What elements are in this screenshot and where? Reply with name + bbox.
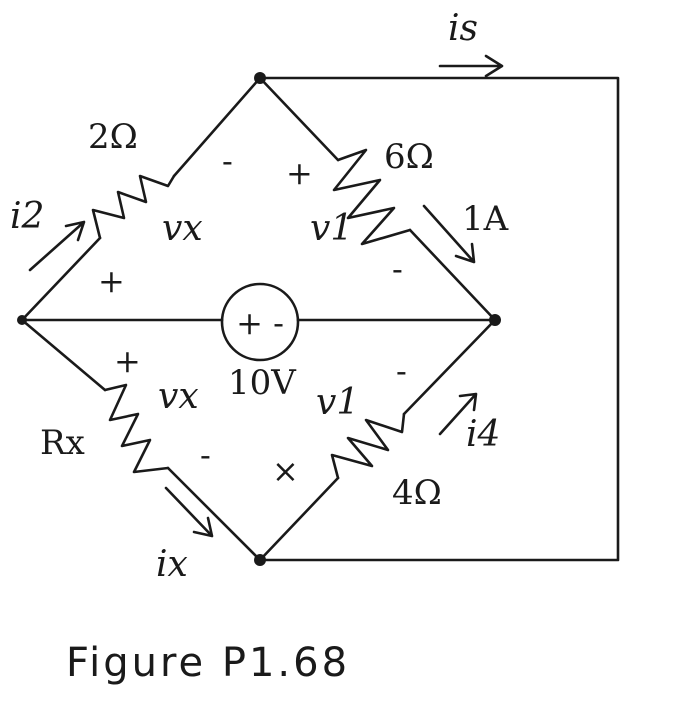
label-resistor-top-left: 2Ω — [88, 117, 138, 157]
resistor-bottom-left — [103, 383, 170, 474]
source-polarity: + - — [236, 304, 284, 342]
node-right — [489, 314, 501, 326]
wires — [20, 76, 620, 562]
label-voltage-v1-top: v1 — [310, 208, 353, 249]
sign-minus-top-left: - — [222, 142, 233, 180]
arrow-i2 — [28, 220, 86, 272]
resistor-top-left — [91, 174, 176, 240]
resistor-top-right — [332, 148, 412, 246]
wire-top-left — [20, 76, 262, 322]
wire-top-right — [258, 76, 497, 322]
label-current-is: is — [448, 8, 478, 49]
sign-cross-bottom-right: × — [272, 452, 299, 490]
figure-caption: Figure P1.68 — [66, 640, 350, 686]
wire-bottom-left — [20, 318, 262, 562]
label-voltage-vx-bottom: vx — [158, 376, 199, 417]
label-resistor-top-right: 6Ω — [384, 137, 434, 177]
label-current-i4: i4 — [466, 414, 500, 455]
wire-bottom-right — [258, 318, 497, 562]
voltage-source — [220, 282, 300, 362]
sign-minus-bottom-right: - — [396, 352, 407, 390]
node-top — [254, 72, 266, 84]
resistor-bottom-right — [330, 412, 406, 480]
label-voltage-vx-top: vx — [162, 208, 203, 249]
arrow-i4 — [438, 392, 478, 436]
sign-plus-top-left: + — [98, 262, 125, 300]
label-voltage-v1-bottom: v1 — [316, 382, 359, 423]
sign-minus-top-right: - — [392, 250, 403, 288]
label-current-ix: ix — [156, 544, 188, 585]
node-bottom — [254, 554, 266, 566]
label-resistor-bottom-left: Rx — [40, 423, 85, 463]
label-source-value: 10V — [228, 363, 297, 403]
sign-plus-bottom-left: + — [114, 342, 141, 380]
node-left — [17, 315, 27, 325]
arrow-ix — [164, 486, 214, 538]
label-current-1a: 1A — [462, 199, 509, 239]
sign-plus-top-right: + — [286, 154, 313, 192]
label-resistor-bottom-right: 4Ω — [392, 473, 442, 513]
arrow-is — [438, 54, 504, 78]
sign-minus-bottom-left: - — [200, 436, 211, 474]
label-current-i2: i2 — [10, 196, 44, 237]
arrow-1a — [422, 204, 476, 264]
wire-outer-loop — [258, 76, 620, 562]
